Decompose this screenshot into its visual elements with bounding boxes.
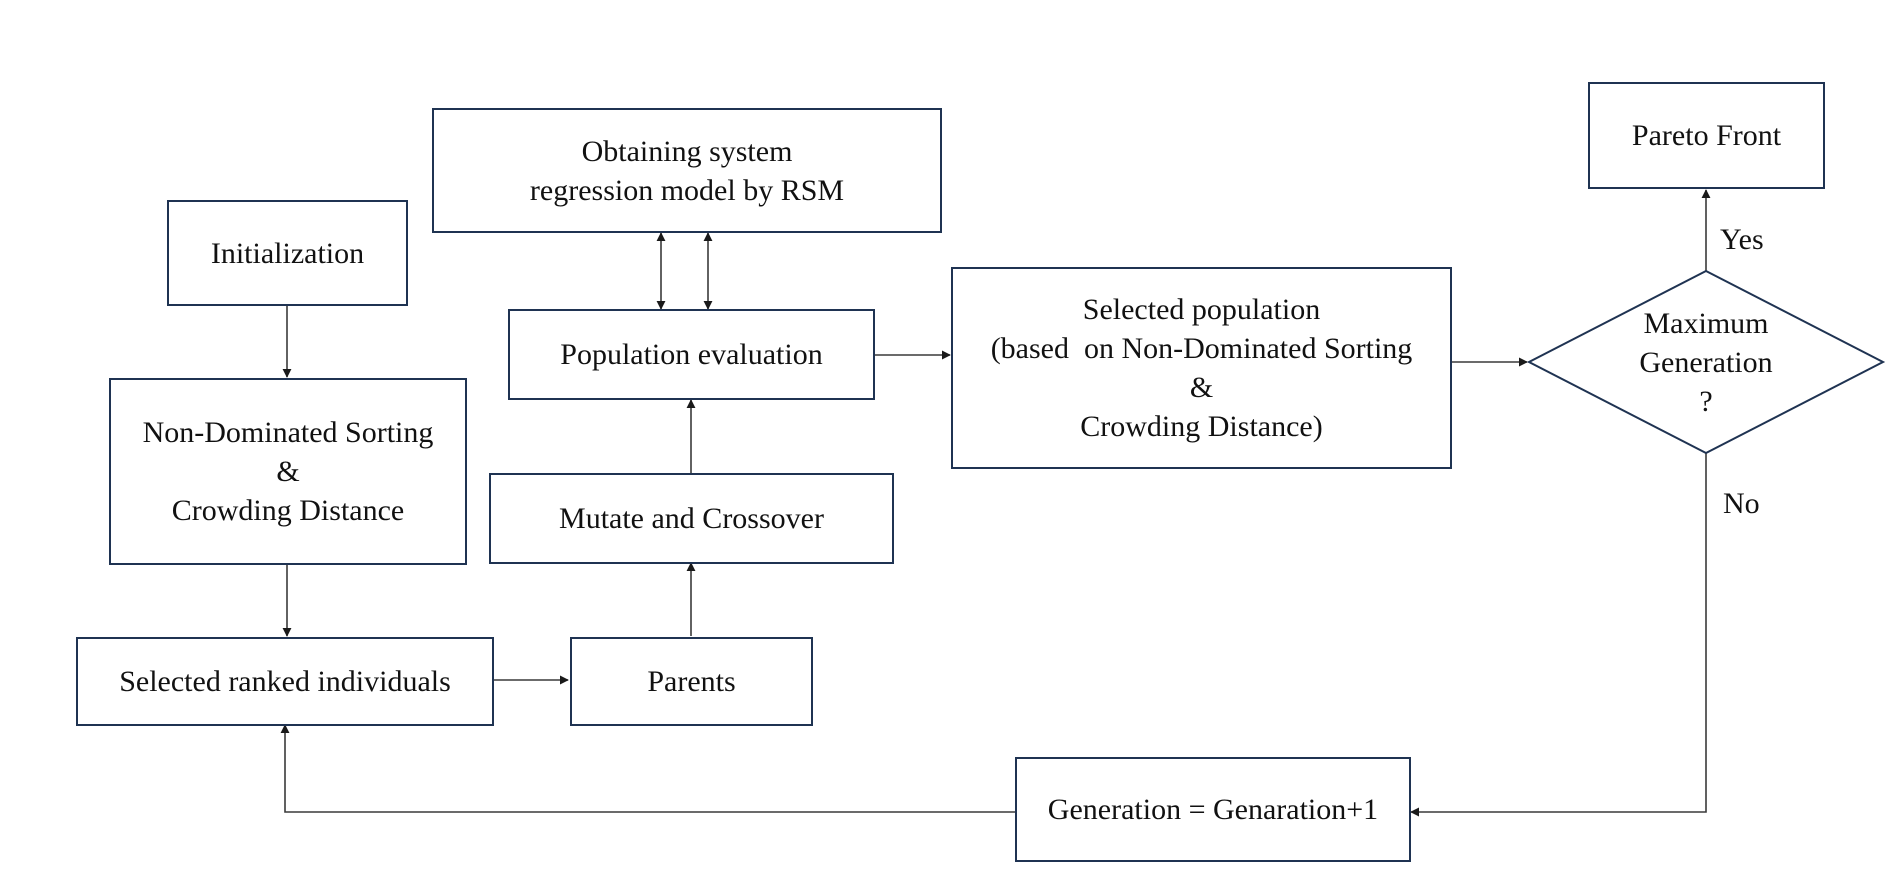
node-selected-ranked-individuals: Selected ranked individuals xyxy=(76,637,494,726)
node-model-line-1: Obtaining system xyxy=(581,134,793,168)
node-initialization-line-1: Initialization xyxy=(210,236,365,270)
node-decision-line-3: ? xyxy=(1699,384,1713,418)
edge-label-no: No xyxy=(1723,487,1760,520)
node-parents: Parents xyxy=(570,637,813,726)
node-initialization: Initialization xyxy=(167,200,408,306)
node-selected-line-4: Crowding Distance) xyxy=(1080,410,1323,443)
decision-diamond xyxy=(1526,269,1886,455)
node-mutate-line-1: Mutate and Crossover xyxy=(559,502,824,535)
node-sorting-line-2: & xyxy=(276,455,300,488)
node-parents-line-1: Parents xyxy=(647,665,736,698)
edge-label-yes: Yes xyxy=(1720,223,1764,256)
node-sorting-line-1: Non-Dominated Sorting xyxy=(142,416,434,449)
node-selected-population: Selected population (based on Non-Domina… xyxy=(951,267,1452,469)
node-decision-line-2: Generation xyxy=(1639,345,1773,379)
node-ranked-line-1: Selected ranked individuals xyxy=(119,665,451,698)
node-mutate-and-crossover: Mutate and Crossover xyxy=(489,473,894,564)
node-non-dominated-sorting: Non-Dominated Sorting & Crowding Distanc… xyxy=(109,378,467,565)
node-selected-line-2: (based on Non-Dominated Sorting xyxy=(990,332,1413,365)
node-maximum-generation: Maximum Generation ? xyxy=(1589,302,1823,422)
arrow-increment-to-ranked xyxy=(280,724,1015,813)
node-increment-line-1: Generation = Genaration+1 xyxy=(1047,793,1379,826)
node-generation-increment: Generation = Genaration+1 xyxy=(1015,757,1411,862)
node-pareto-line-1: Pareto Front xyxy=(1631,119,1782,152)
arrow-decision-to-increment xyxy=(1410,453,1707,817)
node-population-evaluation: Population evaluation xyxy=(508,309,875,400)
node-evaluation-line-1: Population evaluation xyxy=(560,338,823,371)
node-selected-line-1: Selected population xyxy=(1082,293,1321,326)
node-sorting-line-3: Crowding Distance xyxy=(171,494,405,527)
node-obtaining-regression-model: Obtaining system regression model by RSM xyxy=(432,108,942,233)
node-decision-line-1: Maximum xyxy=(1643,306,1769,340)
node-pareto-front: Pareto Front xyxy=(1588,82,1825,189)
node-model-line-2: regression model by RSM xyxy=(529,173,845,207)
node-selected-line-3: & xyxy=(1189,371,1214,404)
